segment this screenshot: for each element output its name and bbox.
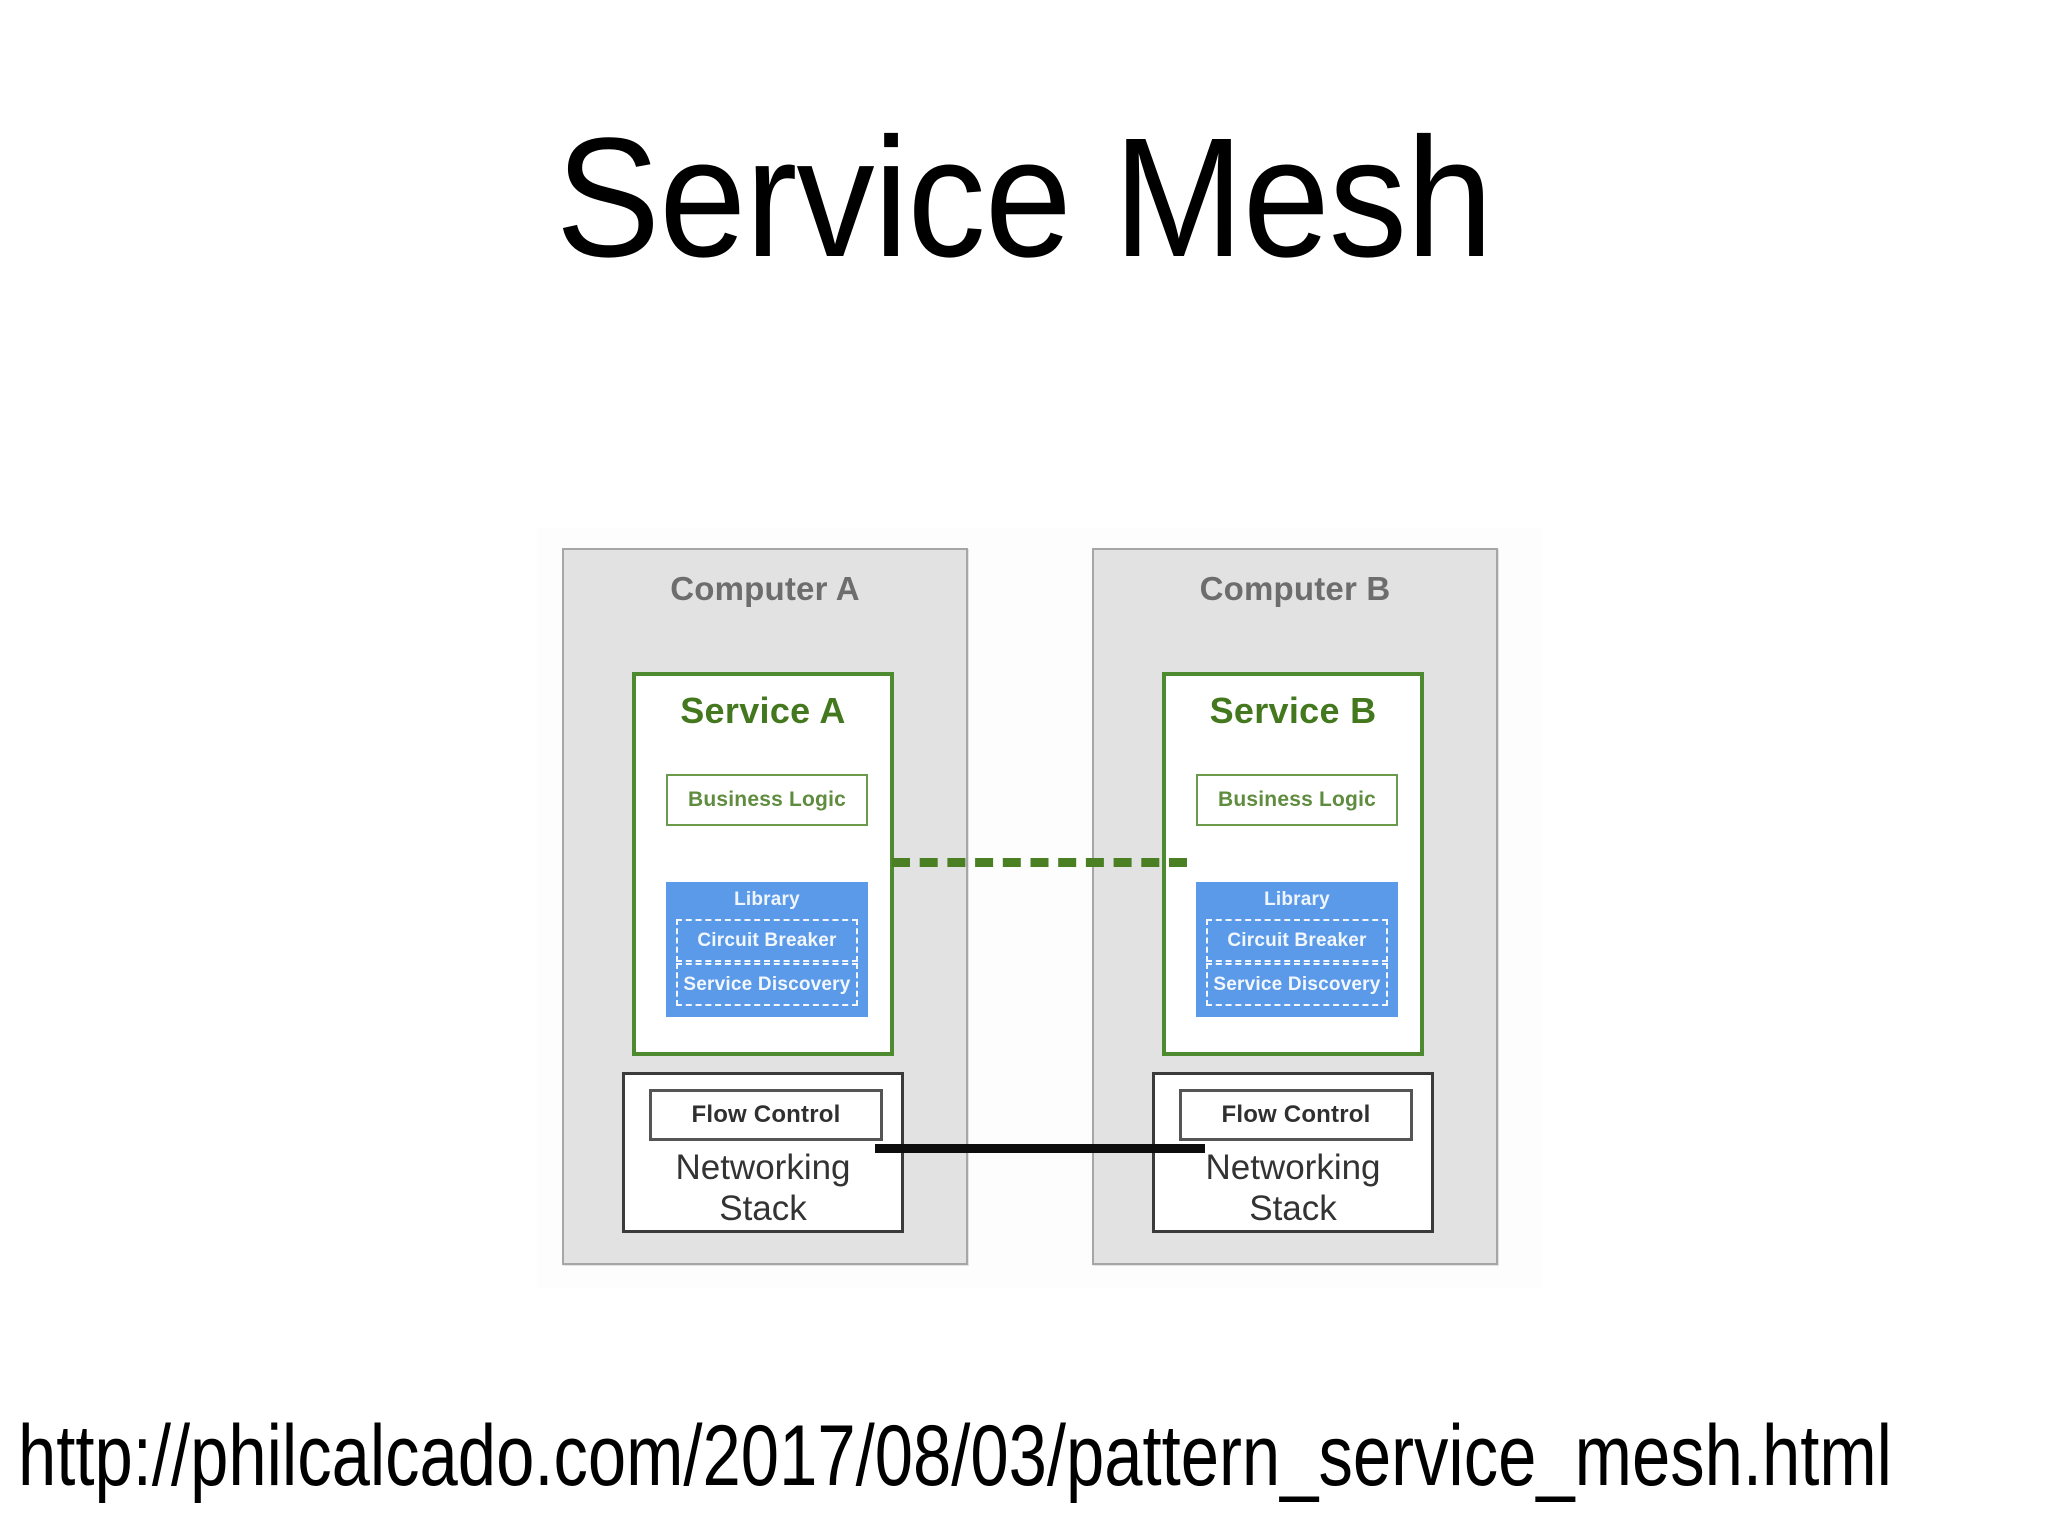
networking-stack-b-line2: Stack — [1249, 1189, 1337, 1228]
library-b-title: Library — [1264, 889, 1330, 910]
networking-stack-b-line1: Networking — [1205, 1148, 1381, 1187]
service-to-service-connector — [892, 858, 1187, 867]
networking-stack-a-line1: Networking — [675, 1148, 851, 1187]
computer-box-a: Computer A Service A Business Logic Libr… — [562, 548, 968, 1265]
service-a-title: Service A — [680, 690, 846, 731]
service-discovery-box-b: Service Discovery — [1206, 963, 1388, 1006]
flow-control-box-a: Flow Control — [649, 1089, 883, 1141]
business-logic-box-a: Business Logic — [666, 774, 868, 826]
service-b-title: Service B — [1209, 690, 1377, 731]
library-box-a: Library Circuit Breaker Service Discover… — [666, 882, 868, 1017]
service-mesh-diagram: Computer A Service A Business Logic Libr… — [537, 528, 1542, 1288]
page-title: Service Mesh — [555, 103, 1493, 293]
business-logic-box-b: Business Logic — [1196, 774, 1398, 826]
service-box-a: Service A Business Logic Library Circuit… — [632, 672, 894, 1056]
computer-a-label: Computer A — [670, 570, 860, 607]
circuit-breaker-box-a: Circuit Breaker — [676, 919, 858, 962]
library-a-title: Library — [734, 889, 800, 910]
service-box-b: Service B Business Logic Library Circuit… — [1162, 672, 1424, 1056]
networking-stack-a-line2: Stack — [719, 1189, 807, 1228]
networking-stack-a-label: Networking Stack — [625, 1147, 901, 1229]
source-url: http://philcalcado.com/2017/08/03/patter… — [18, 1408, 1892, 1504]
library-box-b: Library Circuit Breaker Service Discover… — [1196, 882, 1398, 1017]
networking-stack-box-a: Flow Control Networking Stack — [622, 1072, 904, 1233]
service-discovery-box-a: Service Discovery — [676, 963, 858, 1006]
circuit-breaker-box-b: Circuit Breaker — [1206, 919, 1388, 962]
computer-b-label: Computer B — [1199, 570, 1391, 607]
flow-control-box-b: Flow Control — [1179, 1089, 1413, 1141]
networking-stack-box-b: Flow Control Networking Stack — [1152, 1072, 1434, 1233]
networking-stack-b-label: Networking Stack — [1155, 1147, 1431, 1229]
network-to-network-connector — [875, 1144, 1205, 1153]
computer-box-b: Computer B Service B Business Logic Libr… — [1092, 548, 1498, 1265]
